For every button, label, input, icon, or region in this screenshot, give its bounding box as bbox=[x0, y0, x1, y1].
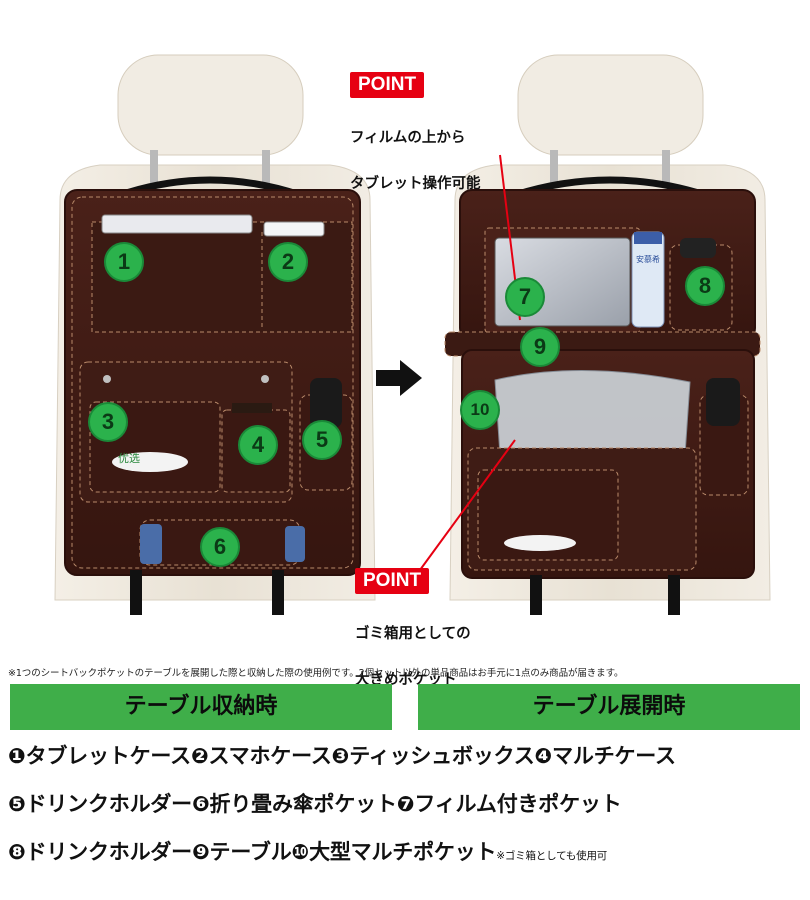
feature-list-note: ※ゴミ箱としても使用可 bbox=[496, 850, 608, 862]
badge-9: 9 bbox=[520, 327, 560, 367]
badge-1: 1 bbox=[104, 242, 144, 282]
product-illustration: 优选 安慕希 bbox=[54, 54, 771, 615]
feature-list-line-1: ❶タブレットケース❷スマホケース❸ティッシュボックス❹マルチケース bbox=[8, 744, 676, 768]
point-note-top-line2: タブレット操作可能 bbox=[350, 176, 481, 192]
tissue-brand-text: 优选 bbox=[118, 452, 140, 465]
badge-8: 8 bbox=[685, 266, 725, 306]
badge-5: 5 bbox=[302, 420, 342, 460]
point-note-top-line1: フィルムの上から bbox=[350, 130, 466, 146]
usage-disclaimer: ※1つのシートバックポケットのテーブルを展開した際と収納した際の使用例です。2個… bbox=[8, 668, 624, 679]
feature-list-line-2: ❺ドリンクホルダー❻折り畳み傘ポケット❼フィルム付きポケット bbox=[8, 792, 622, 816]
point-note-bottom-line1: ゴミ箱用としての bbox=[355, 626, 471, 642]
badge-2: 2 bbox=[268, 242, 308, 282]
arrow-icon bbox=[376, 360, 422, 396]
stored-table-label: テーブル収納時 bbox=[10, 684, 392, 730]
point-label-top: POINT bbox=[350, 72, 425, 98]
badge-7: 7 bbox=[505, 277, 545, 317]
badge-3: 3 bbox=[88, 402, 128, 442]
badge-6: 6 bbox=[200, 527, 240, 567]
bottle-brand-text: 安慕希 bbox=[636, 254, 660, 264]
feature-list-line-3: ❽ドリンクホルダー❾テーブル❿大型マルチポケット※ゴミ箱としても使用可 bbox=[8, 836, 607, 866]
left-seat bbox=[54, 54, 376, 615]
badge-4: 4 bbox=[238, 425, 278, 465]
point-note-top: フィルムの上から タブレット操作可能 bbox=[350, 104, 481, 219]
point-label-bottom: POINT bbox=[355, 568, 430, 594]
expanded-table-label: テーブル展開時 bbox=[418, 684, 800, 730]
right-seat bbox=[444, 54, 771, 615]
pointer-line-bottom bbox=[419, 439, 516, 571]
feature-list-line-3-text: ❽ドリンクホルダー❾テーブル❿大型マルチポケット bbox=[8, 840, 497, 864]
badge-10: 10 bbox=[460, 390, 500, 430]
